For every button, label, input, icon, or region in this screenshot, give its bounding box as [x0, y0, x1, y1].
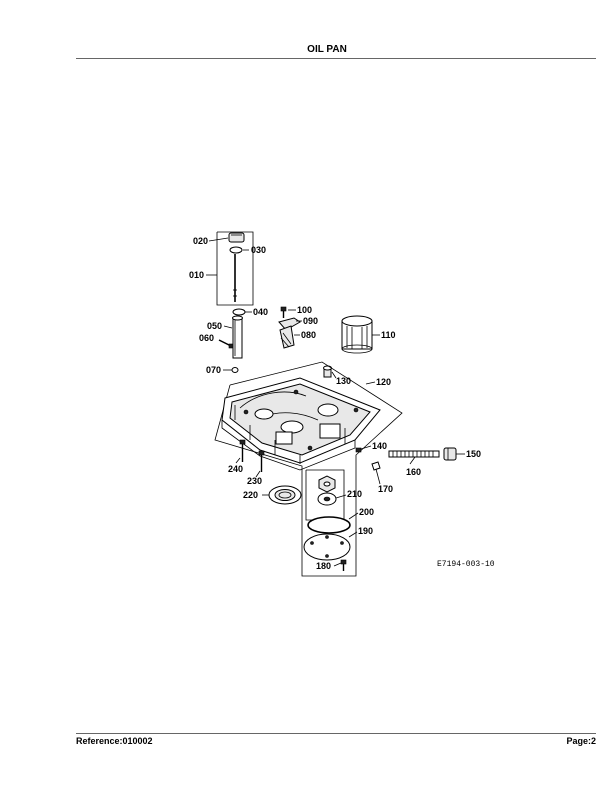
callout-140: 140	[372, 441, 387, 451]
part-080-strainer	[279, 325, 295, 349]
callout-090: 090	[303, 316, 318, 326]
callout-120: 120	[376, 377, 391, 387]
part-090-cover	[278, 317, 301, 331]
page-number: Page:2	[566, 736, 596, 746]
part-020-cap	[228, 232, 245, 243]
header-rule	[76, 58, 596, 59]
callout-020: 020	[193, 236, 208, 246]
part-220-oil-seal	[268, 485, 302, 505]
callout-230: 230	[247, 476, 262, 486]
callout-leaders	[206, 237, 465, 567]
part-190-cover-plate	[303, 533, 351, 561]
callout-110: 110	[381, 330, 396, 340]
part-240-bolt	[239, 439, 246, 462]
reference-label: Reference:010002	[76, 736, 153, 746]
callout-200: 200	[359, 507, 374, 517]
callout-100: 100	[297, 305, 312, 315]
part-050-guide-tube	[232, 315, 243, 359]
callout-190: 190	[358, 526, 373, 536]
part-070-o-ring	[231, 367, 239, 373]
page-title: OIL PAN	[307, 44, 347, 55]
callout-070: 070	[206, 365, 221, 375]
part-140-plug	[355, 447, 362, 453]
diagram-code: E7194-003-10	[437, 560, 495, 569]
callout-130: 130	[336, 376, 351, 386]
callout-160: 160	[406, 467, 421, 477]
dipstick-group-box	[216, 231, 254, 306]
part-110-oil-filter	[341, 315, 373, 354]
callout-060: 060	[199, 333, 214, 343]
oil-pan-group-outline	[214, 361, 403, 577]
part-060-bolt	[218, 339, 234, 349]
callout-030: 030	[251, 245, 266, 255]
part-230-bolt	[258, 450, 265, 472]
callout-040: 040	[253, 307, 268, 317]
part-210-nut-and-washer	[317, 475, 337, 506]
callout-050: 050	[207, 321, 222, 331]
callout-210: 210	[347, 489, 362, 499]
callout-080: 080	[301, 330, 316, 340]
part-120-oil-pan	[221, 377, 381, 471]
part-030-o-ring	[229, 246, 243, 254]
part-180-bolt	[340, 559, 347, 571]
part-200-gasket	[307, 516, 351, 534]
part-010-dipstick	[233, 254, 237, 302]
part-040-o-ring	[232, 308, 246, 316]
callout-220: 220	[243, 490, 258, 500]
part-100-bolt	[280, 306, 287, 318]
callout-010: 010	[189, 270, 204, 280]
part-160-spring	[388, 450, 440, 458]
part-170-valve	[371, 461, 381, 471]
callout-150: 150	[466, 449, 481, 459]
callout-180: 180	[316, 561, 331, 571]
footer-rule	[76, 733, 596, 734]
callout-240: 240	[228, 464, 243, 474]
callout-170: 170	[378, 484, 393, 494]
part-150-plug	[443, 447, 457, 461]
